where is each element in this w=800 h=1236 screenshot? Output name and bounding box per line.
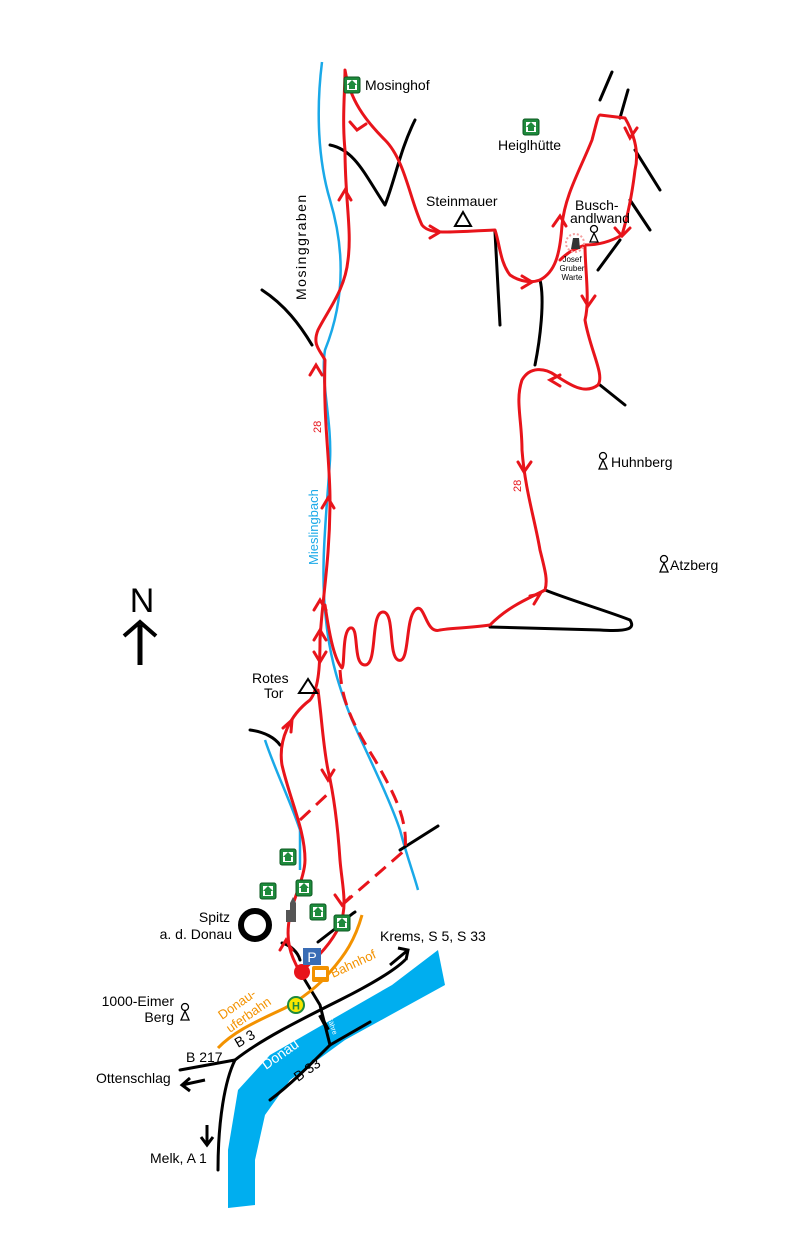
steinmauer-spur — [558, 243, 587, 262]
town-spitz-marker — [238, 908, 272, 942]
lookout-tower-icon — [565, 233, 585, 253]
hiking-route-28 — [279, 68, 639, 974]
label-buschandlwand: andlwand — [570, 210, 630, 226]
label-mieslingbach: Mieslingbach — [306, 489, 321, 565]
label-heiglhuette: Heiglhütte — [498, 137, 561, 153]
label-krems: Krems, S 5, S 33 — [380, 928, 486, 944]
roads — [178, 70, 662, 1172]
label-spitz: a. d. Donau — [160, 926, 232, 942]
label-josef-gruber-warte: Gruber — [560, 264, 585, 273]
start-point-marker — [294, 964, 310, 980]
svg-text:P: P — [307, 949, 316, 965]
label-rotes-tor: Tor — [264, 685, 284, 701]
mosinggraben-stream — [317, 61, 420, 891]
direction-arrows — [179, 946, 410, 1148]
svg-text:N: N — [130, 582, 155, 620]
label-b217: B 217 — [186, 1049, 223, 1065]
label-buschandlwand: Busch- — [575, 197, 619, 213]
label-mosinghof: Mosinghof — [365, 77, 430, 93]
steinmauer-summit-icon — [453, 209, 473, 227]
train-station-icon — [312, 966, 329, 982]
hut-icon — [309, 903, 327, 921]
label-atzberg: Atzberg — [670, 557, 718, 573]
label-steinmauer: Steinmauer — [426, 193, 498, 209]
label-1000-eimer-berg: 1000-Eimer — [102, 993, 175, 1009]
label-melk: Melk, A 1 — [150, 1150, 207, 1166]
route-arrowheads — [278, 120, 639, 952]
label-mosinggraben: Mosinggraben — [293, 193, 309, 300]
hut-icon — [295, 879, 313, 897]
church-icon — [286, 897, 296, 922]
label-josef-gruber-warte: Josef — [562, 255, 582, 264]
label-bahnhof: Bahnhof — [328, 946, 379, 980]
hiking-route-return — [298, 688, 346, 974]
label-josef-gruber-warte: Warte — [561, 273, 583, 282]
hut-icon — [343, 76, 361, 94]
hut-icon — [259, 882, 277, 900]
hut-icon — [522, 118, 540, 136]
route-number-label: 28 — [312, 421, 324, 433]
svg-text:H: H — [292, 1001, 300, 1013]
label-1000-eimer-berg: Berg — [144, 1009, 174, 1025]
parking-icon: P — [303, 948, 321, 965]
bus-stop-icon: H — [287, 996, 305, 1014]
dashed-route-variants — [298, 669, 407, 907]
viewpoint-icon — [659, 554, 669, 573]
rotes-tor-summit-icon — [297, 677, 319, 694]
label-ottenschlag: Ottenschlag — [96, 1070, 171, 1086]
label-huhnberg: Huhnberg — [611, 454, 673, 470]
danube-river — [228, 950, 445, 1208]
label-rotes-tor: Rotes — [252, 670, 289, 686]
label-spitz: Spitz — [199, 909, 230, 925]
hut-icon — [279, 848, 297, 866]
north-arrow: N — [122, 582, 158, 665]
viewpoint-icon — [589, 224, 599, 243]
viewpoint-icon — [598, 451, 608, 470]
donauuferbahn-rail — [216, 914, 364, 1050]
route-number-label: 28 — [512, 480, 524, 492]
viewpoint-icon — [180, 1002, 190, 1021]
hut-icon — [333, 914, 351, 932]
